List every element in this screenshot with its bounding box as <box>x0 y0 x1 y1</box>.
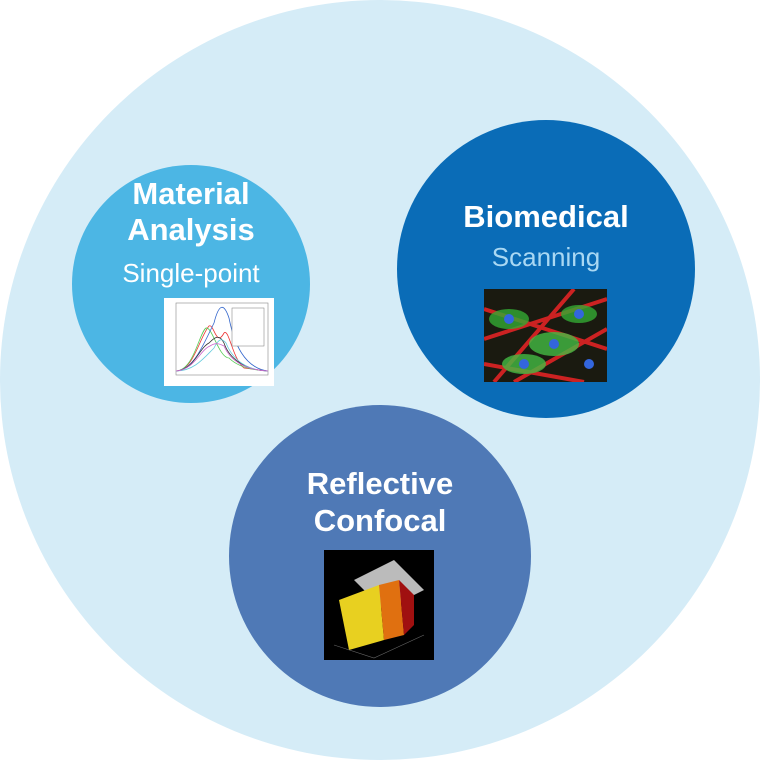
material-title-line2: Analysis <box>127 212 255 247</box>
material-analysis-circle: Material Analysis Single-point <box>72 165 310 403</box>
3d-surface-profile-image <box>324 550 434 660</box>
material-subtitle: Single-point <box>122 258 260 288</box>
biomedical-circle: Biomedical Scanning <box>397 120 695 418</box>
biomedical-subtitle: Scanning <box>491 242 601 272</box>
material-title-line1: Material <box>132 176 250 211</box>
spectrum-chart-image <box>164 298 274 386</box>
reflective-title-line1: Reflective <box>306 466 454 501</box>
fluorescent-cell-image <box>484 289 607 382</box>
biomedical-title: Biomedical <box>463 199 629 234</box>
reflective-confocal-circle: Reflective Confocal <box>229 405 531 707</box>
reflective-title-line2: Confocal <box>313 503 447 538</box>
